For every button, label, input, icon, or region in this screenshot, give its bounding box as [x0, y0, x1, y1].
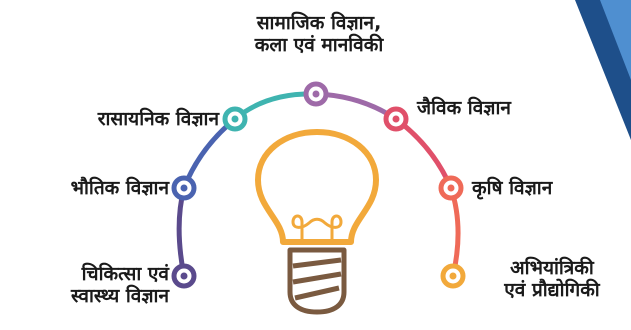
- node-agricultural: [438, 175, 464, 201]
- node-chemical: [222, 106, 248, 132]
- label-chemical-science: रासायनिक विज्ञान: [97, 108, 219, 130]
- label-engineering-line-1: अभियांत्रिकी: [510, 257, 594, 279]
- label-medical-line-1: चिकित्सा एवं: [81, 263, 169, 285]
- arc-segment-social: [313, 91, 399, 122]
- arc-nodes: [171, 81, 466, 289]
- bulb-filament: [291, 214, 343, 244]
- node-engineering: [440, 263, 466, 289]
- label-social-line-2: कला एवं मानविकी: [254, 34, 384, 56]
- node-physical: [171, 175, 197, 201]
- lightbulb-icon: [255, 129, 379, 315]
- label-social-science-arts-humanities: सामाजिक विज्ञान, कला एवं मानविकी: [228, 12, 410, 56]
- node-biological: [383, 106, 409, 132]
- label-engineering-technology: अभियांत्रिकी एवं प्रौद्योगिकी: [478, 257, 626, 301]
- label-physical-science: भौतिक विज्ञान: [70, 177, 169, 199]
- label-biological-science: जैविक विज्ञान: [417, 97, 511, 119]
- arc-segment-biological: [393, 116, 454, 191]
- label-medical-line-2: स्वास्थ्य विज्ञान: [71, 285, 169, 307]
- label-engineering-line-2: एवं प्रौद्योगिकी: [504, 279, 600, 301]
- arc-segment-chemical: [232, 91, 319, 122]
- bulb-base: [287, 247, 347, 315]
- arc-segment-agricultural: [448, 185, 461, 279]
- node-medical: [171, 263, 197, 289]
- corner-decoration: [575, 0, 631, 140]
- arc-segment-medical: [176, 185, 187, 279]
- label-medical-health-science: चिकित्सा एवं स्वास्थ्य विज्ञान: [71, 263, 169, 307]
- bulb-glass: [255, 129, 379, 245]
- label-agricultural-science: कृषि विज्ञान: [472, 177, 553, 199]
- label-social-line-1: सामाजिक विज्ञान,: [256, 12, 382, 34]
- node-social: [303, 81, 329, 107]
